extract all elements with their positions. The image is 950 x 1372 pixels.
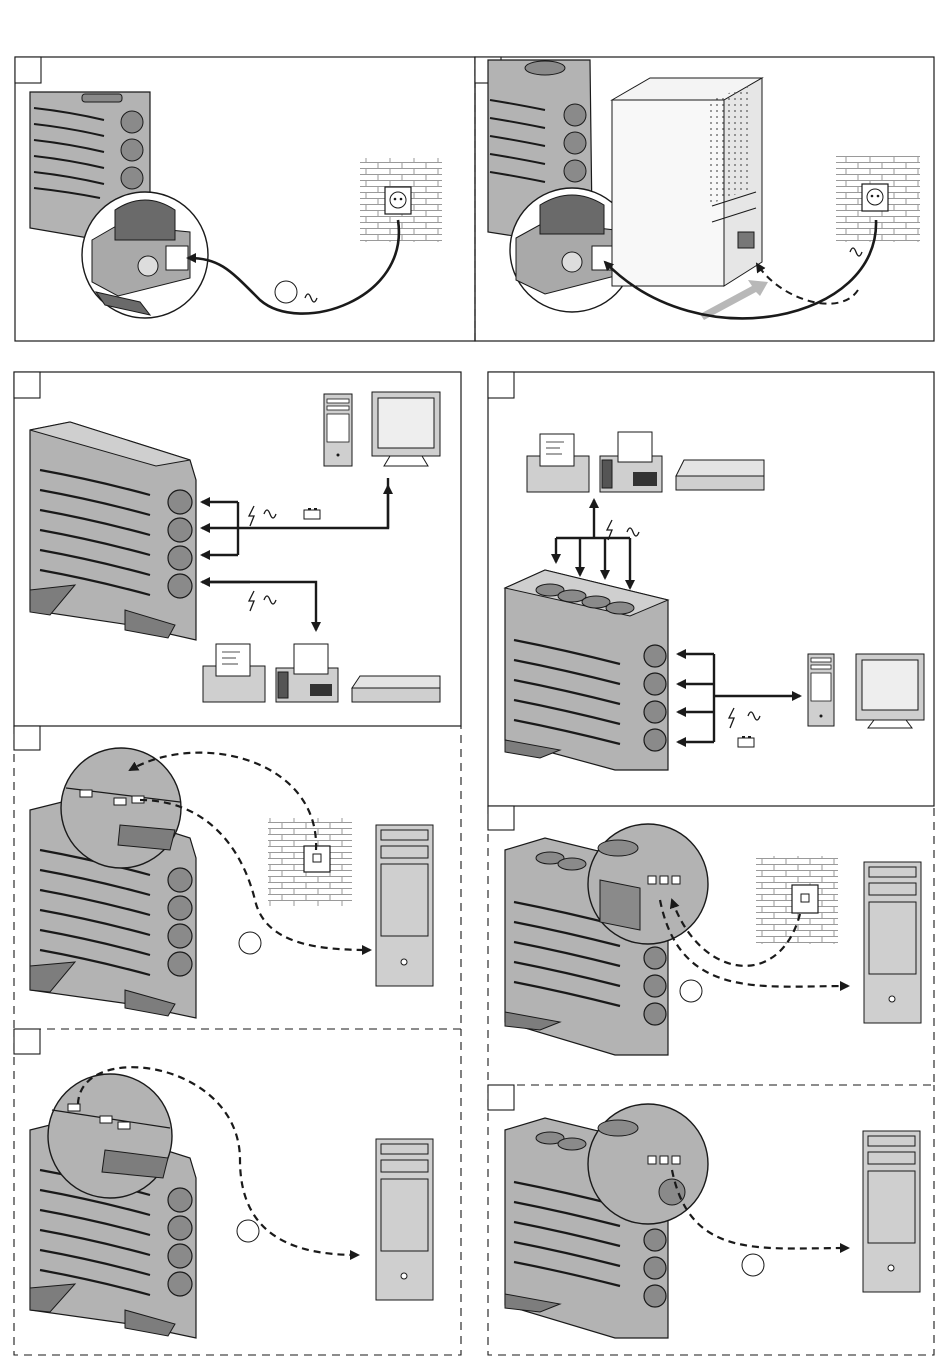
- printer: [527, 434, 589, 492]
- wall-to-computer-dashed: [757, 264, 858, 304]
- printer: [203, 644, 265, 702]
- panel-7: [30, 1067, 433, 1338]
- fax-machine: [276, 644, 338, 702]
- sine-wave-icon: [305, 294, 317, 302]
- wall-outlet: [360, 158, 442, 242]
- panel-4: [505, 432, 924, 770]
- step-circle: [237, 1220, 259, 1242]
- sine-wave-icon: [264, 510, 276, 518]
- power-arrows-front: [678, 654, 800, 742]
- step-circle: [680, 980, 702, 1002]
- rear-socket-zoom: [82, 192, 208, 318]
- sine-wave-icon: [264, 596, 276, 604]
- panel-frames: [14, 57, 934, 806]
- top-usb-zoom: [48, 1074, 172, 1198]
- panel-3: [30, 392, 440, 702]
- battery-icon: [738, 736, 754, 747]
- jack-zoom: [588, 824, 708, 944]
- lightning-bolt-icon: [249, 506, 254, 526]
- lightning-bolt-icon: [729, 708, 734, 728]
- panel-2: [488, 60, 920, 320]
- step-circle: [742, 1254, 764, 1276]
- lightning-bolt-icon: [249, 591, 254, 611]
- phone-jack-icon: [801, 894, 809, 902]
- panel-6: [505, 824, 921, 1055]
- sine-wave-icon: [850, 248, 862, 256]
- fax-machine: [600, 432, 662, 492]
- wall-outlet-icon: [867, 189, 883, 205]
- computer-tower: [376, 1139, 433, 1300]
- computer-tower: [864, 862, 921, 1023]
- sine-wave-icon: [748, 712, 760, 720]
- computer-tower: [863, 1131, 920, 1292]
- wall-phone-jack: [268, 818, 352, 906]
- power-arrows-main: [202, 478, 388, 555]
- panel-8: [505, 1104, 920, 1338]
- ups-front-view: [30, 422, 196, 640]
- power-arrows-peripheral: [202, 582, 316, 630]
- monitor: [856, 654, 924, 728]
- computer-tower-small: [324, 394, 352, 466]
- sine-wave-icon: [627, 528, 639, 536]
- battery-icon: [304, 508, 320, 519]
- monitor: [372, 392, 440, 466]
- scanner: [352, 676, 440, 702]
- computer-tower: [376, 825, 433, 986]
- panel-1: [30, 92, 442, 318]
- computer-tower-small: [808, 654, 834, 726]
- ups-top-outlet-view: [505, 570, 668, 770]
- step-circle: [239, 932, 261, 954]
- scanner: [676, 460, 764, 490]
- wall-outlet-icon: [390, 192, 406, 208]
- panel-5: [30, 748, 433, 1018]
- wall-phone-jack: [756, 856, 838, 944]
- phone-jack-icon: [313, 854, 321, 862]
- top-jack-zoom: [61, 748, 181, 868]
- wall-outlet: [836, 156, 920, 242]
- step-circle: [275, 281, 297, 303]
- computer-tower: [612, 78, 762, 286]
- usb-zoom: [588, 1104, 708, 1224]
